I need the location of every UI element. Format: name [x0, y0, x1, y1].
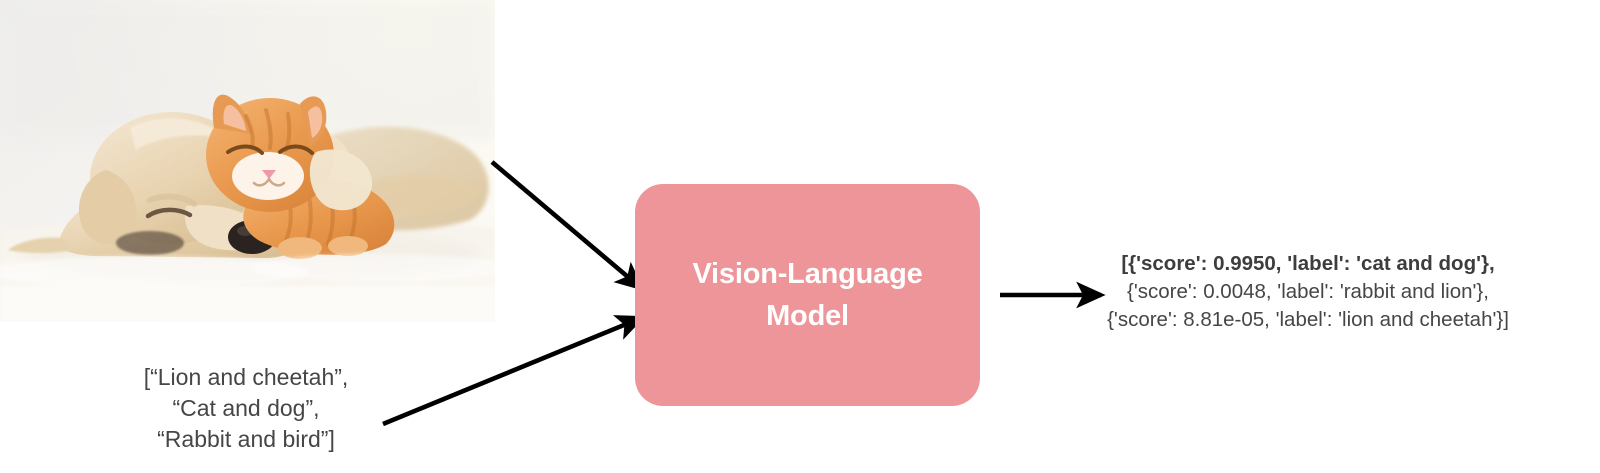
prompt-line-1: [“Lion and cheetah”,	[143, 364, 349, 390]
output-line-2: {'score': 0.0048, 'label': 'rabbit and l…	[1127, 280, 1489, 303]
input-image	[0, 0, 495, 322]
puppy-and-kitten-photo	[0, 0, 495, 322]
model-output-list: [{'score': 0.9950, 'label': 'cat and dog…	[1028, 250, 1588, 334]
prompt-line-2: “Cat and dog”,	[172, 395, 320, 421]
arrow-prompt-to-model	[382, 315, 646, 427]
model-node-label: Vision-Language Model	[692, 257, 923, 332]
arrow-image-to-model	[490, 160, 645, 291]
output-line-1: [{'score': 0.9950, 'label': 'cat and dog…	[1121, 252, 1495, 275]
prompt-line-3: “Rabbit and bird”]	[157, 426, 335, 452]
output-line-3: {'score': 8.81e-05, 'label': 'lion and c…	[1107, 308, 1509, 331]
vision-language-model-node[interactable]: Vision-Language Model	[635, 184, 980, 406]
prompt-label-list: [“Lion and cheetah”, “Cat and dog”, “Rab…	[96, 362, 396, 455]
